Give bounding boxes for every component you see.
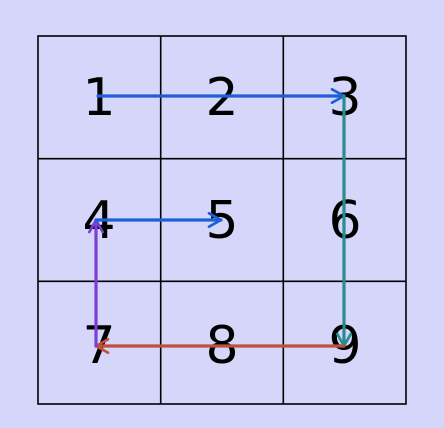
grid-numbers: 1 2 3 4 5 6 7 8 9: [82, 68, 361, 376]
arrow-layer: [88, 88, 352, 354]
cell-2: 2: [205, 68, 238, 128]
cell-1: 1: [82, 68, 115, 128]
grid-border: [37, 35, 407, 405]
